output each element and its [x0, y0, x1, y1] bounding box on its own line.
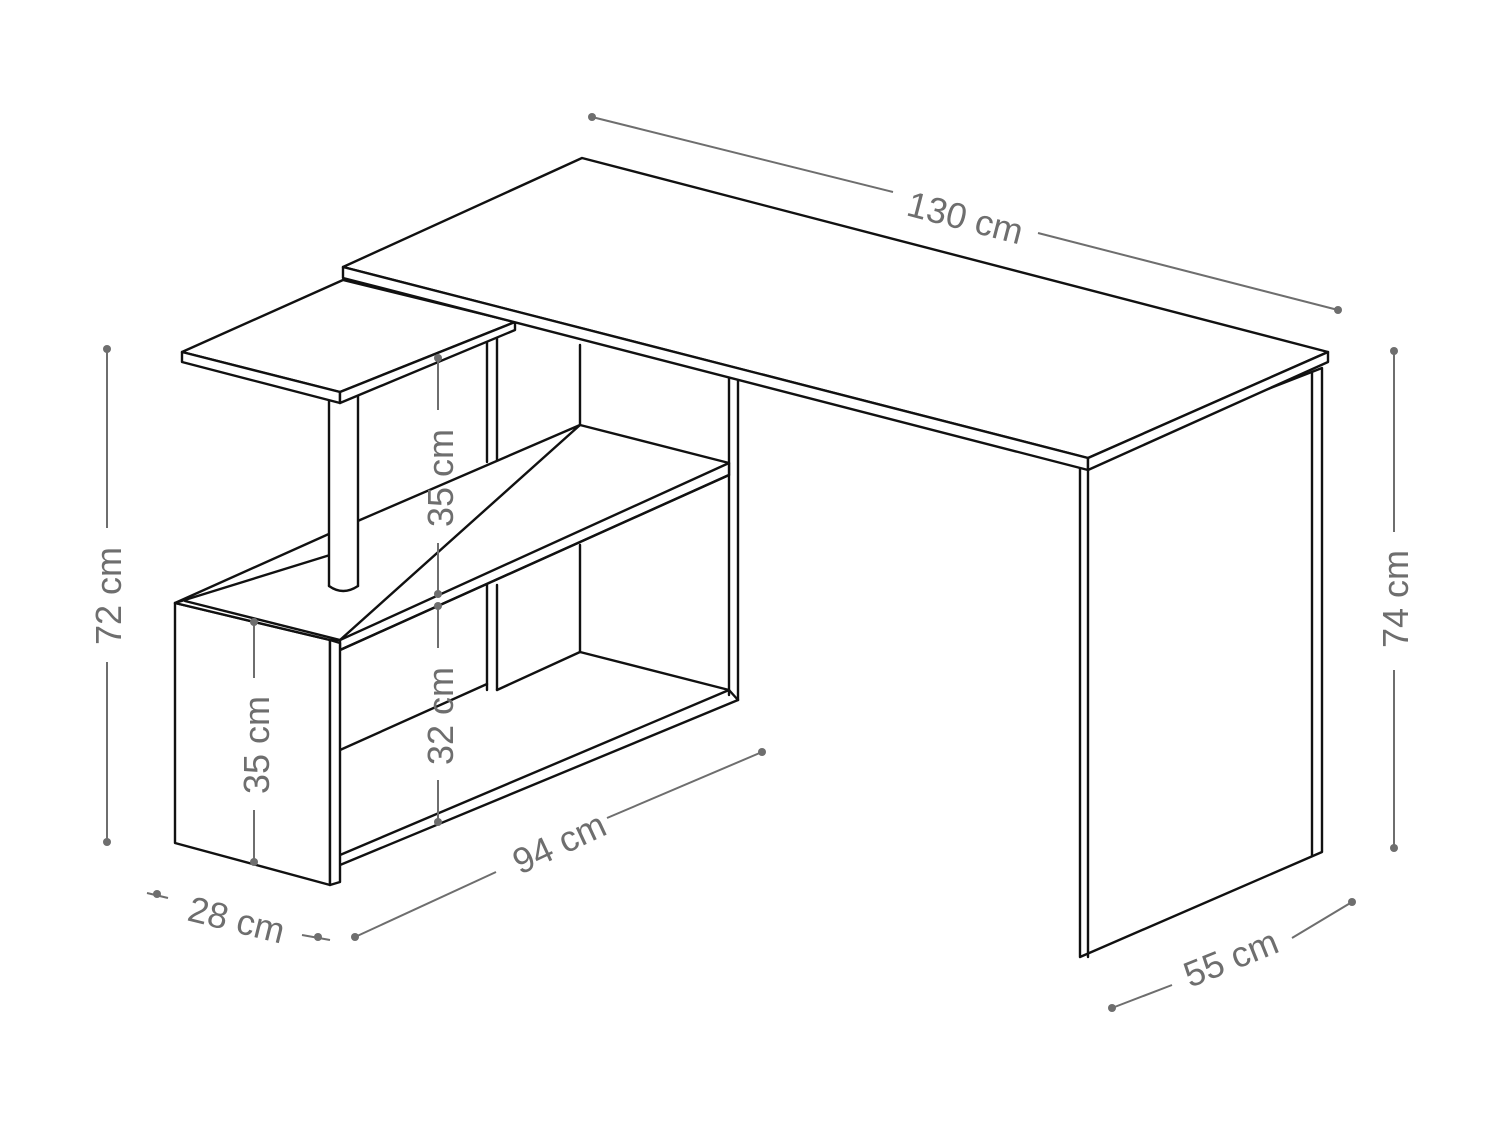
- dimension-cabinet-side: 35 cm: [236, 618, 277, 866]
- desk-side-panel: [1078, 366, 1324, 959]
- cabinet-block: [173, 423, 582, 887]
- dimension-shelf-length: 94 cm: [351, 748, 766, 941]
- support-post: [327, 392, 360, 593]
- label-cabinet-side: 35 cm: [236, 696, 277, 794]
- dimension-overall-shelf-height: 72 cm: [88, 345, 129, 846]
- label-shelf-length: 94 cm: [506, 804, 612, 883]
- dimension-lower-compartment: 32 cm: [420, 602, 461, 826]
- label-desk-length: 130 cm: [903, 183, 1028, 252]
- label-lower-compartment: 32 cm: [420, 667, 461, 765]
- label-shelf-depth: 28 cm: [184, 888, 289, 952]
- desktop-top: [341, 156, 1330, 472]
- shelf-unit-frame: [338, 333, 740, 867]
- dimension-shelf-depth: 28 cm: [146, 888, 331, 952]
- label-overall-shelf-height: 72 cm: [88, 547, 129, 645]
- label-desk-depth: 55 cm: [1178, 921, 1284, 996]
- dimension-upper-compartment: 35 cm: [420, 354, 461, 598]
- label-upper-compartment: 35 cm: [420, 429, 461, 527]
- label-desk-height: 74 cm: [1375, 550, 1416, 648]
- dimension-desk-height: 74 cm: [1375, 347, 1416, 852]
